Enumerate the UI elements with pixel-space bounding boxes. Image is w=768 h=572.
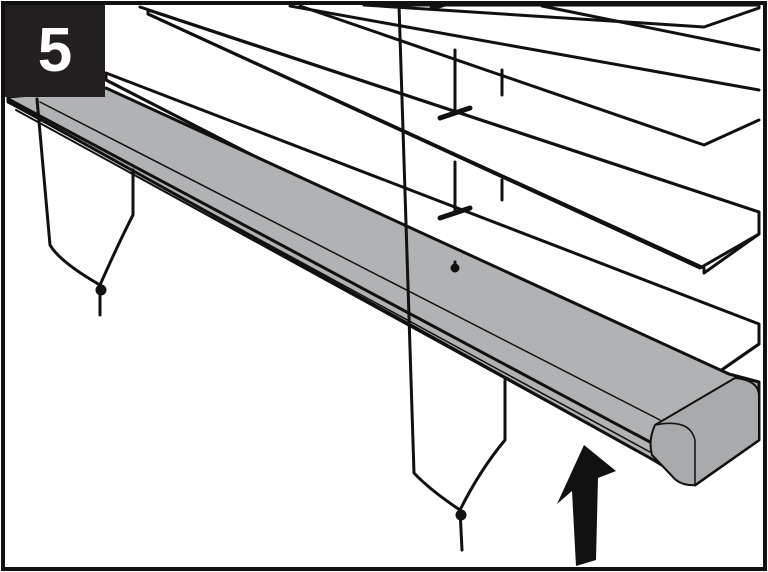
lift-cords bbox=[35, 3, 507, 552]
arrow-up-icon bbox=[557, 445, 616, 566]
end-cap bbox=[649, 377, 760, 487]
bottom-rail bbox=[6, 86, 761, 487]
slat-top bbox=[362, 3, 761, 29]
slats bbox=[104, 3, 761, 387]
step-number-badge: 5 bbox=[5, 5, 105, 97]
